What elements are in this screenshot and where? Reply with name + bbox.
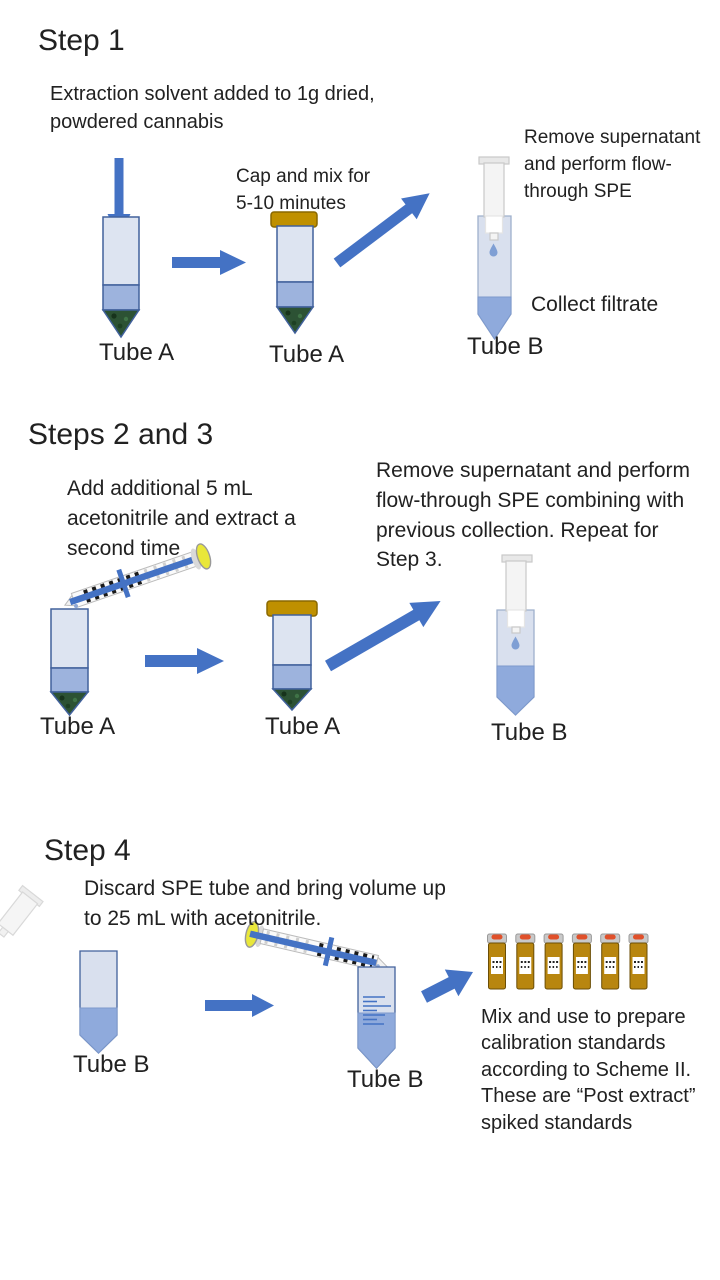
- arrow-right-icon: [172, 250, 246, 275]
- tube-a-open-figure: [101, 216, 141, 339]
- steps23-add-note: Add additional 5 mL acetonitrile and ext…: [67, 477, 296, 560]
- vial-row: [487, 933, 649, 990]
- tube-b-spe-figure: [496, 554, 535, 716]
- steps23-title: Steps 2 and 3: [28, 418, 214, 451]
- step1-tube-b-label: Tube B: [467, 333, 544, 360]
- step1-tube-a2-label: Tube A: [269, 341, 345, 368]
- pipette-bulb-icon: [195, 543, 212, 570]
- arrow-diagonal-icon: [325, 601, 441, 672]
- arrow-right-icon: [205, 994, 274, 1017]
- tube-cap-icon: [266, 600, 318, 617]
- tube-a-open-figure: [49, 608, 90, 717]
- tube-b-spe-figure: [477, 156, 512, 341]
- pipette-icon: [244, 921, 389, 971]
- spe-cartridge-icon: [478, 156, 510, 241]
- arrow-diagonal-icon: [421, 969, 474, 1003]
- graduation-marks-icon: [363, 996, 391, 1025]
- discarded-spe-cartridge-icon: [0, 884, 44, 938]
- cannabis-plug-icon: [285, 310, 303, 326]
- cannabis-plug-icon: [281, 691, 300, 705]
- droplet-icon: [489, 243, 498, 257]
- steps23-spe-note: Remove supernatant and perform flow-thro…: [376, 459, 691, 572]
- vial-icon: [515, 933, 536, 990]
- cannabis-plug-icon: [59, 695, 78, 709]
- step4-mix-note: Mix and use to prepare calibration stand…: [481, 1006, 696, 1134]
- spe-cartridge-icon: [501, 554, 533, 634]
- pipette-icon: [63, 543, 212, 609]
- tube-b-large-figure: [357, 966, 396, 1069]
- steps23-tube-a1-label: Tube A: [40, 713, 116, 740]
- vial-icon: [600, 933, 621, 990]
- step1-tube-a1-label: Tube A: [99, 339, 175, 366]
- steps23-tube-a2-label: Tube A: [265, 713, 341, 740]
- step1-spe-note: Remove supernatant and perform flow- thr…: [524, 127, 701, 202]
- step1-collect-note: Collect filtrate: [531, 293, 659, 316]
- cannabis-plug-icon: [111, 313, 129, 329]
- step4-tube-b2-label: Tube B: [347, 1066, 424, 1093]
- droplet-icon: [511, 636, 520, 650]
- steps23-tube-b-label: Tube B: [491, 719, 568, 746]
- step4-discard-note: Discard SPE tube and bring volume up to …: [84, 877, 446, 930]
- step1-cap-mix-note: Cap and mix for 5-10 minutes: [236, 166, 371, 214]
- step1-title: Step 1: [38, 24, 125, 57]
- tube-b-figure: [79, 950, 118, 1054]
- vial-icon: [543, 933, 564, 990]
- tube-a-capped-figure: [270, 211, 318, 335]
- vial-icon: [628, 933, 649, 990]
- vial-icon: [487, 933, 507, 990]
- step4-title: Step 4: [44, 834, 131, 867]
- step1-extraction-note: Extraction solvent added to 1g dried, po…: [50, 83, 375, 134]
- vial-icon: [571, 933, 592, 990]
- tube-a-capped-figure: [266, 600, 318, 712]
- arrow-diagonal-icon: [333, 193, 430, 268]
- arrow-right-icon: [145, 648, 224, 674]
- step4-tube-b1-label: Tube B: [73, 1051, 150, 1078]
